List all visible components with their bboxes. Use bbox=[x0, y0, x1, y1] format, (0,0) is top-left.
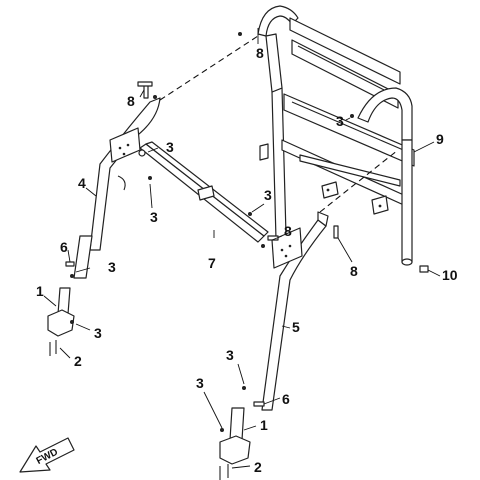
callout-label: 9 bbox=[436, 131, 444, 147]
callout-label: 8 bbox=[284, 223, 292, 239]
callout-label: 3 bbox=[196, 375, 204, 391]
callout-label: 2 bbox=[74, 353, 82, 369]
left-front-tube bbox=[73, 97, 161, 279]
callout-label: 8 bbox=[350, 263, 358, 279]
forward-arrow-icon bbox=[19, 437, 75, 473]
right-front-tube bbox=[261, 211, 329, 411]
callout-label: 1 bbox=[260, 417, 268, 433]
callout-label: 4 bbox=[78, 175, 86, 191]
forward-direction-indicator: FWD bbox=[19, 437, 75, 473]
callout-label: 3 bbox=[108, 259, 116, 275]
callout-label: 8 bbox=[127, 93, 135, 109]
callout-label: 3 bbox=[94, 325, 102, 341]
assembly-guides bbox=[159, 35, 399, 213]
left-base-mount bbox=[47, 287, 75, 356]
callout-label: 3 bbox=[226, 347, 234, 363]
callout-label: 3 bbox=[150, 209, 158, 225]
fasteners bbox=[65, 32, 429, 432]
callout-label: 8 bbox=[256, 45, 264, 61]
leader-lines bbox=[43, 28, 441, 469]
callout-label: 6 bbox=[60, 239, 68, 255]
front-cross-beam bbox=[138, 141, 269, 243]
callout-label: 3 bbox=[264, 187, 272, 203]
callout-label: 5 bbox=[292, 319, 300, 335]
callout-label: 3 bbox=[166, 139, 174, 155]
callout-labels: 8 3 4 8 3 6 3 1 3 2 3 7 8 3 8 9 3 10 5 3… bbox=[36, 45, 458, 475]
callout-label: 3 bbox=[336, 113, 344, 129]
callout-label: 6 bbox=[282, 391, 290, 407]
callout-label: 2 bbox=[254, 459, 262, 475]
right-base-mount bbox=[219, 407, 251, 480]
callout-label: 10 bbox=[442, 267, 458, 283]
callout-label: 7 bbox=[208, 255, 216, 271]
callout-label: 1 bbox=[36, 283, 44, 299]
rear-roll-frame bbox=[257, 5, 415, 266]
